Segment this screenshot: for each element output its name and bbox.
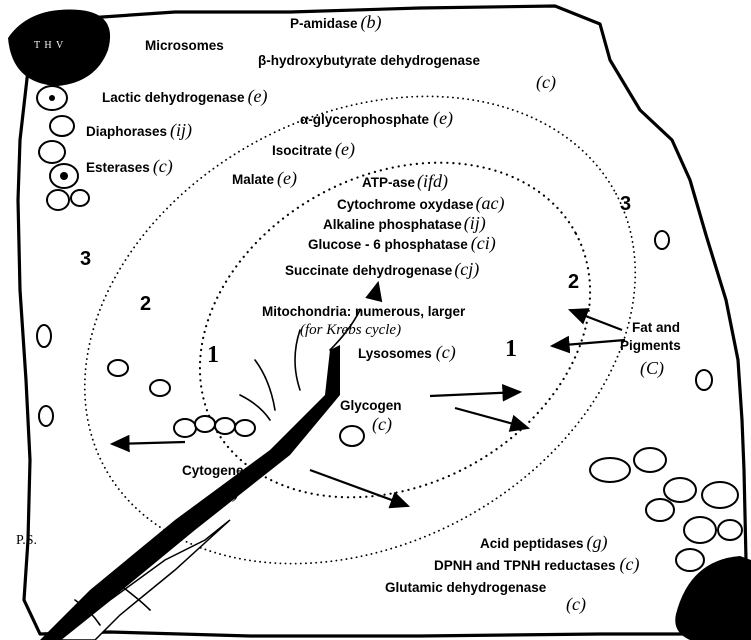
zone-3-label-right: 3 xyxy=(620,193,631,215)
arrow-mitochondria-up xyxy=(375,283,378,295)
label-cytogenesis-ref: (h) xyxy=(218,482,239,503)
label-hydroxybutyrate-ref: (c) xyxy=(536,72,556,93)
label-p-amidase: P-amidase(b) xyxy=(290,12,382,33)
arrow-glycogen-right xyxy=(430,392,520,396)
label-dpnh: DPNH and TPNH reductases(c) xyxy=(434,554,640,575)
label-glycerophosphate: α-glycerophosphate(e) xyxy=(300,108,453,129)
label-glucose6: Glucose - 6 phosphatase(ci) xyxy=(308,233,496,254)
label-hydroxybutyrate: β-hydroxybutyrate dehydrogenase xyxy=(258,53,481,68)
label-esterases: Esterases(c) xyxy=(86,156,173,177)
portal-space-label: P.S. xyxy=(16,533,37,548)
central-vein: T H V xyxy=(8,10,110,86)
label-acid-peptidases: Acid peptidases(g) xyxy=(480,532,608,553)
zone-1-label-right: 1 xyxy=(505,336,517,362)
label-cytochrome: Cytochrome oxydase(ac) xyxy=(337,193,505,214)
zone-1-label-left: 1 xyxy=(207,342,219,368)
label-glycogen-ref: (c) xyxy=(372,414,392,435)
cells-bottom-right xyxy=(590,448,742,571)
label-krebs: (for Krebs cycle) xyxy=(300,322,401,338)
label-pigments: Pigments xyxy=(620,338,681,353)
zone-2-label-left: 2 xyxy=(140,293,151,315)
arrow-fat-up xyxy=(570,310,622,330)
arrow-fat-left xyxy=(552,340,625,346)
central-vein-label: T H V xyxy=(34,40,64,51)
label-glycogen: Glycogen xyxy=(340,398,402,413)
label-lactic: Lactic dehydrogenase(e) xyxy=(102,86,268,107)
label-fat: Fat and xyxy=(632,320,680,335)
label-isocitrate: Isocitrate(e) xyxy=(272,139,355,160)
arrow-cytogenesis-right xyxy=(310,470,408,506)
label-succinate: Succinate dehydrogenase(cj) xyxy=(285,259,479,280)
label-diaphorases: Diaphorases(ij) xyxy=(86,120,192,141)
label-microsomes: Microsomes xyxy=(145,38,224,53)
label-lysosomes: Lysosomes(c) xyxy=(358,342,456,363)
label-atpase: ATP-ase(ifd) xyxy=(362,171,448,192)
label-alkaline: Alkaline phosphatase(ij) xyxy=(323,213,486,234)
cells-left xyxy=(37,86,89,210)
label-mitochondria: Mitochondria: numerous, larger xyxy=(262,304,466,319)
label-fat-ref: (C) xyxy=(640,358,664,379)
arrow-cytogenesis-left xyxy=(112,442,185,444)
label-malate: Malate(e) xyxy=(232,168,297,189)
zone-3-label-left: 3 xyxy=(80,248,91,270)
label-cytogenesis: Cytogenesis xyxy=(182,463,262,478)
zone-2-label-right: 2 xyxy=(568,271,579,293)
arrow-glycogen-down xyxy=(455,408,528,428)
label-glutamic-ref: (c) xyxy=(566,594,586,615)
label-glutamic: Glutamic dehydrogenase xyxy=(385,580,547,595)
